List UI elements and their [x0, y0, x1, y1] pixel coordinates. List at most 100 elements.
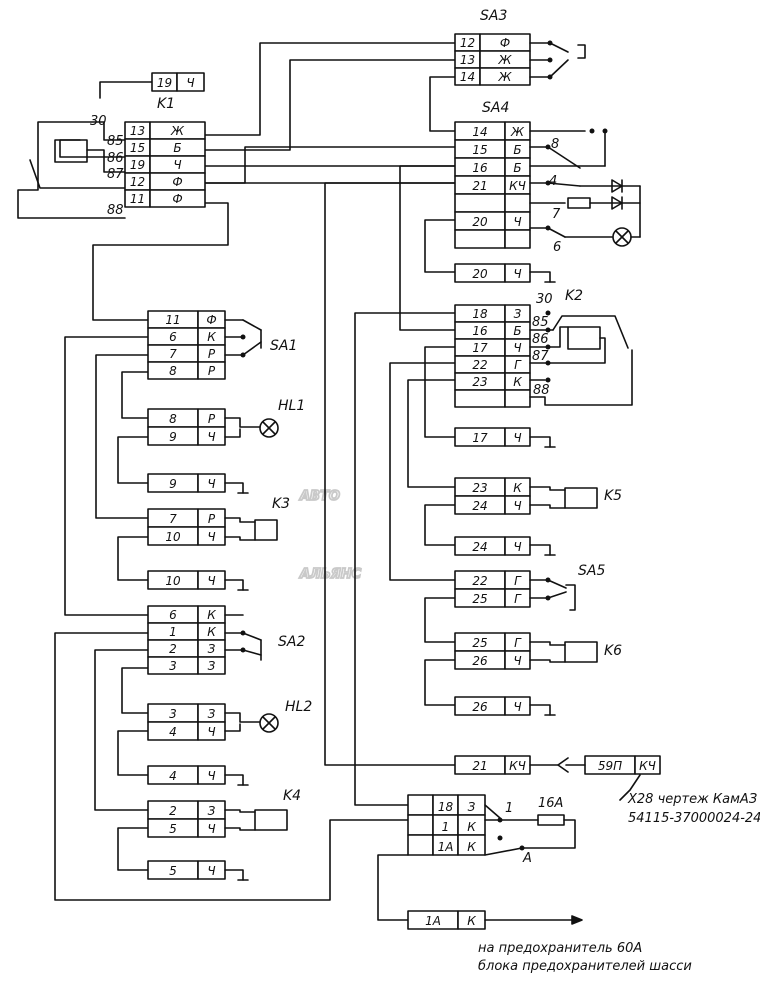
wire — [121, 667, 149, 714]
sa4-dot — [545, 144, 551, 150]
k5-coil — [564, 487, 598, 509]
connector-cell — [197, 656, 226, 675]
connector-cell — [149, 189, 206, 208]
connector-cell — [197, 526, 226, 546]
wire-color-code: К — [207, 330, 216, 344]
wire — [204, 42, 456, 136]
wire-color-code: Ч — [207, 822, 215, 836]
wire — [424, 219, 456, 273]
chevron-left-icon — [557, 757, 569, 773]
label-k5: K5 — [604, 488, 622, 504]
wire — [389, 362, 456, 581]
lamp-icon — [259, 713, 279, 733]
label-k4: K4 — [283, 788, 301, 804]
k2-wire — [529, 349, 633, 406]
sa3-dot — [547, 57, 553, 63]
lamp-icon — [259, 418, 279, 438]
fuse-wire — [521, 819, 576, 849]
wire-color-code: К — [467, 914, 476, 928]
wire — [377, 854, 409, 921]
ground-icon — [529, 704, 551, 716]
labels: K1 30 85 86 87 88 SA3 SA4 8 4 7 6 30 K2 … — [90, 8, 760, 974]
sa5-dot — [545, 595, 551, 601]
wire-color-code: Р — [208, 512, 216, 526]
sa3-blade — [549, 59, 569, 78]
connector-cell — [454, 193, 506, 213]
wire-color-code: Ч — [207, 864, 215, 878]
label-sa5: SA5 — [578, 563, 605, 579]
lamp-icon — [262, 716, 276, 730]
watermark-line1: АВТО — [299, 489, 340, 504]
wire-color-code: Ч — [186, 76, 194, 90]
wire-color-code: К — [207, 608, 216, 622]
wire — [121, 371, 149, 419]
label-hl1: HL1 — [278, 398, 305, 414]
sa1-dot — [240, 352, 246, 358]
connector-cell — [407, 834, 434, 856]
wire-number: 3 — [169, 707, 177, 721]
wire-number: 24 — [472, 540, 487, 554]
wire-number: 12 — [460, 36, 475, 50]
wire — [117, 730, 149, 776]
wire-number: 18 — [472, 307, 488, 321]
k2-dot — [545, 344, 551, 350]
wire-number: 59П — [598, 759, 622, 773]
connector-cell — [197, 426, 226, 446]
wire-number: 3 — [169, 659, 177, 673]
wire — [92, 202, 229, 321]
watermark-line2: АЛЬЯНС — [299, 567, 362, 582]
wire-color-code: Г — [514, 574, 522, 588]
connector-cell — [407, 794, 434, 816]
fuse-dot — [497, 817, 503, 823]
wire-color-code: Ж — [510, 125, 525, 139]
wire — [17, 121, 126, 219]
hl2-wire — [224, 712, 261, 723]
wire — [429, 76, 456, 132]
wire-number: 1А — [438, 840, 454, 854]
k6-wire — [529, 659, 566, 663]
wire-color-code: Б — [513, 324, 521, 338]
wire-number: 26 — [472, 700, 488, 714]
wire-color-code: Ж — [498, 70, 513, 84]
wire — [117, 436, 149, 484]
ground-icon — [224, 482, 244, 494]
sa3-dot — [547, 40, 553, 46]
label-sw8: 8 — [551, 137, 559, 152]
label-pin88: 88 — [107, 203, 124, 218]
k2-dot — [545, 310, 551, 316]
wire-number: 10 — [165, 574, 181, 588]
hl1-wire — [224, 428, 241, 438]
wire — [86, 149, 126, 173]
label-k2-87: 87 — [532, 349, 549, 364]
wire-number: 14 — [472, 125, 487, 139]
wire — [94, 649, 149, 811]
sa2-blade — [242, 632, 262, 641]
hl2-wire — [224, 723, 241, 732]
label-k2: K2 — [565, 288, 583, 304]
wire-number: 20 — [472, 215, 488, 229]
wire-color-code: Ф — [500, 36, 510, 50]
sa2-blade — [242, 649, 262, 656]
wire-color-code: К — [207, 625, 216, 639]
wire-number: 22 — [472, 574, 487, 588]
wire-number: 10 — [165, 530, 181, 544]
wire-number: 7 — [169, 512, 177, 526]
connector-cell — [407, 814, 434, 836]
label-pin87: 87 — [107, 167, 124, 182]
wire-number: 16 — [472, 161, 488, 175]
connector-cell — [457, 834, 486, 856]
k2-dot — [545, 327, 551, 333]
wire-number: 8 — [169, 364, 177, 378]
wire — [424, 659, 456, 706]
k2-wire — [529, 337, 606, 364]
k2-wire — [529, 326, 569, 348]
sa2-dot — [240, 630, 246, 636]
wire-color-code: К — [467, 840, 476, 854]
k2-dot — [545, 377, 551, 383]
label-k2-85: 85 — [532, 315, 549, 330]
